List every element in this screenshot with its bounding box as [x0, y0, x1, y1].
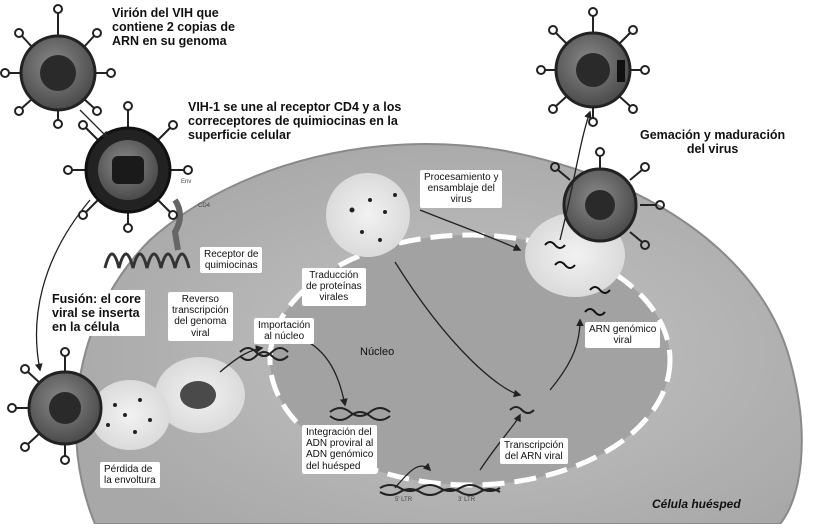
label-genomic-rna: ARN genómico viral	[585, 322, 660, 348]
label-cd4: CD4	[198, 203, 210, 210]
label-host-cell: Célula huésped	[652, 498, 741, 511]
label-integration: Integración del ADN proviral al ADN genó…	[302, 425, 377, 474]
label-3ltr: 3' LTR	[458, 497, 475, 504]
label-receptor: Receptor de quimiocinas	[200, 247, 262, 273]
label-import: Importación al núcleo	[254, 318, 314, 344]
label-uncoating: Pérdida de la envoltura	[100, 462, 160, 488]
virion-top-left	[1, 5, 115, 128]
label-env: Env	[181, 179, 191, 186]
label-processing: Procesamiento y ensamblaje del virus	[420, 170, 502, 208]
cd4-receptor	[175, 200, 180, 250]
label-translation: Traducción de proteínas virales	[302, 268, 366, 306]
label-binding: VIH-1 se une al receptor CD4 y a los cor…	[188, 100, 401, 142]
label-virion: Virión del VIH que contiene 2 copias de …	[112, 6, 235, 48]
translation-vesicle	[326, 173, 410, 257]
label-budding: Gemación y maduración del virus	[640, 128, 785, 156]
fusion-vesicle	[90, 380, 170, 450]
label-reverse-transcription: Reverso transcripción del genoma viral	[168, 292, 233, 341]
label-transcription: Transcripción del ARN viral	[500, 438, 568, 464]
virion-binding	[64, 102, 192, 232]
virion-mature	[537, 8, 649, 126]
label-nucleus: Núcleo	[356, 344, 398, 360]
label-fusion: Fusión: el core viral se inserta en la c…	[48, 290, 145, 336]
label-5ltr: 5' LTR	[395, 497, 412, 504]
